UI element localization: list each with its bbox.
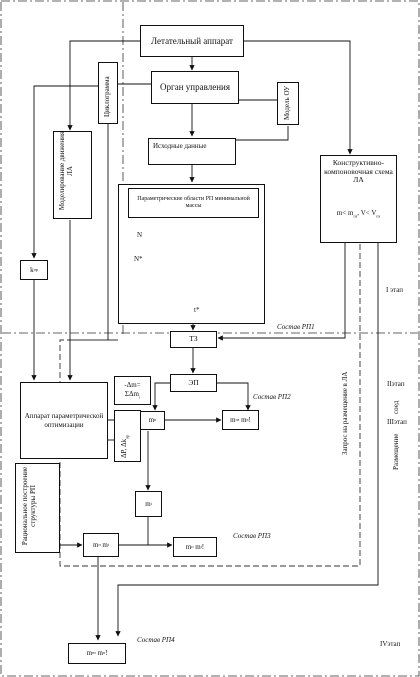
label-model-dvizheniya: Моделирование движения ЛА: [58, 131, 74, 211]
label-sostav-rp1: Состав РП1: [277, 323, 315, 331]
box-ep: ЭП: [170, 374, 217, 392]
box-konstr-kompon-schema: Конструктивно-компоновочная схема ЛА m< …: [320, 155, 397, 243]
box-tz: ТЗ: [170, 331, 217, 348]
box-model-dvizheniya: [53, 131, 92, 219]
box-apparat-optimizacii: Аппарат параметрической оптимизации: [20, 382, 108, 459]
label-racional: Рациональное построение структуры РП: [21, 466, 37, 546]
label-sostav-rp3: Состав РП3: [233, 532, 271, 540]
label-soed: соед: [392, 400, 400, 414]
box-delta-m: -Δm= ΣΔmi: [114, 376, 151, 405]
plot-y-marker: N*: [134, 255, 143, 263]
box-organ-upravleniya: Орган управления: [151, 71, 239, 104]
box-model-ou: [277, 82, 299, 125]
label-etap-4: IVэтап: [380, 640, 401, 648]
label-sostav-rp2: Состав РП2: [253, 393, 291, 401]
label-delta-p: ΔP, Δkпр: [120, 434, 130, 458]
label-model-ou: Модель ОУ: [283, 85, 291, 120]
plot-y-label: N: [137, 231, 143, 239]
box-ciklogramma: [98, 62, 118, 124]
label-etap-3: IIIэтап: [387, 418, 407, 426]
box-param-oblasti: Параметрические области РП минимальной м…: [128, 188, 259, 218]
label-zapros: Запрос на размещение в ЛА: [341, 371, 349, 455]
box-delta-p: [114, 410, 141, 462]
konstr-condition: m< mпз, V< Vпз: [336, 208, 381, 219]
label-etap-2: IIэтап: [387, 380, 405, 388]
label-razmeshenie: Размещение: [392, 433, 400, 470]
label-etap-1: I этап: [386, 286, 403, 294]
label-ciklogramma: Циклограмма: [103, 76, 111, 117]
label-sostav-rp4: Состав РП4: [137, 636, 175, 644]
box-racional-postroenie: [15, 463, 60, 553]
plot-x-marker: t*: [194, 306, 200, 314]
box-letatelny-apparat: Летательный аппарат: [140, 25, 244, 57]
box-ishodnye-dannye: Исходные данные: [148, 138, 236, 165]
